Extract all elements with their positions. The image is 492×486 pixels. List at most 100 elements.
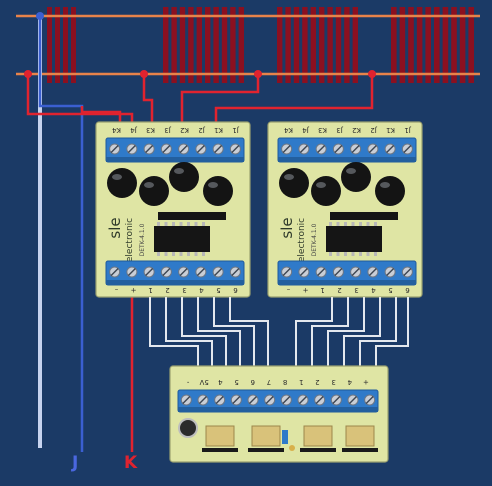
ic-pin — [179, 222, 183, 226]
section-wire-4 — [214, 74, 374, 130]
maker-logo-text: sle — [278, 217, 296, 238]
ic-pin — [374, 222, 377, 226]
track-sleeper — [238, 7, 244, 83]
track-sleeper — [230, 7, 236, 83]
wire-j-connection-dot — [36, 12, 44, 20]
output-screw-slot — [265, 396, 274, 404]
ic-pin — [187, 252, 190, 256]
terminal-label-top: K2 — [352, 126, 361, 134]
terminal-label-top: J4 — [130, 126, 138, 134]
ic-pin — [202, 222, 205, 226]
sensor-icon — [203, 176, 233, 206]
maker-subtitle-text: electronic — [125, 218, 135, 262]
section-wire-3 — [180, 74, 260, 130]
output-screw-slot — [282, 396, 291, 404]
top-terminal-block-base — [278, 157, 416, 162]
track-sleeper — [163, 7, 169, 83]
bottom-screw-slot — [196, 268, 205, 276]
bottom-screw-slot — [214, 268, 223, 276]
top-screw-slot — [145, 145, 154, 153]
sensor-icon — [375, 176, 405, 206]
terminal-label-bottom: 5 — [216, 286, 220, 294]
ic-pin — [194, 252, 198, 256]
terminal-label-top: K2 — [180, 126, 189, 134]
top-screw-slot — [179, 145, 188, 153]
output-terminal-label: 4 — [347, 378, 352, 386]
bottom-screw-slot — [162, 268, 171, 276]
track-sleeper — [399, 7, 406, 83]
output-screw-slot — [349, 396, 357, 404]
ic-pin — [187, 222, 190, 226]
output-screw-slot — [365, 396, 374, 404]
sensor-highlight — [316, 182, 326, 188]
pcb-body — [267, 121, 423, 298]
output-screw-slot — [232, 396, 241, 404]
bottom-screw-slot — [145, 268, 154, 276]
ic-pin — [336, 252, 340, 256]
track-sleeper — [319, 7, 325, 83]
output-wire-right — [327, 297, 365, 366]
wire-k-connection-dot — [24, 70, 32, 78]
terminal-label-bottom: 2 — [337, 286, 341, 294]
track-sleeper — [302, 7, 308, 83]
terminal-label-bottom: + — [302, 286, 308, 294]
ic-pin — [164, 252, 168, 256]
section-connection-dot — [254, 70, 262, 78]
ic-pin — [172, 222, 175, 226]
relay-icon — [345, 425, 375, 447]
sensor-highlight — [208, 182, 218, 188]
bottom-screw-slot — [299, 268, 308, 276]
terminal-label-bottom: 3 — [354, 286, 358, 294]
section-connection-dot — [368, 70, 376, 78]
terminal-label-bottom: 3 — [182, 286, 186, 294]
output-terminal-label: + — [363, 378, 369, 386]
ic-small — [330, 212, 398, 220]
ic-pin — [157, 252, 160, 256]
track-sleeper — [47, 7, 52, 83]
track-sleeper — [285, 7, 291, 83]
track-sleeper — [344, 7, 350, 83]
terminal-label-bottom: 6 — [405, 286, 410, 294]
top-screw-slot — [317, 145, 326, 153]
ic-pin — [374, 252, 377, 256]
bottom-terminal-block-base — [106, 280, 244, 285]
top-screw-slot — [162, 145, 171, 153]
relay-diode — [342, 448, 378, 452]
wire-j — [38, 16, 84, 452]
track-sleeper — [71, 7, 76, 83]
section-wire-1 — [80, 106, 122, 130]
top-screw-slot — [299, 145, 308, 153]
output-terminal-label: - — [186, 378, 189, 386]
output-wire-left — [149, 297, 199, 366]
ic-pin — [351, 222, 355, 226]
track-sleeper — [416, 7, 423, 83]
sensor-highlight — [346, 168, 356, 174]
relay-icon — [205, 425, 235, 447]
pcb-code-text: DETK-4.1.0 — [139, 223, 146, 256]
sensor-icon — [311, 176, 341, 206]
top-screw-slot — [334, 145, 343, 153]
maker-logo-text: sle — [106, 217, 124, 238]
output-terminal-label: 1 — [299, 378, 303, 386]
wire-j-label: J — [72, 453, 79, 473]
terminal-label-bottom: – — [286, 286, 290, 294]
terminal-label-top: J3 — [336, 126, 344, 134]
output-screw-slot — [199, 396, 207, 404]
top-screw-slot — [351, 145, 360, 153]
sensor-icon — [279, 168, 309, 198]
output-terminal-label: 5V — [199, 378, 208, 386]
track-sleeper — [188, 7, 194, 83]
ic-pin — [172, 252, 175, 256]
track-sleeper — [459, 7, 466, 83]
track-sleeper — [352, 7, 358, 83]
output-wire-right — [359, 297, 397, 366]
maker-subtitle-text: electronic — [297, 218, 307, 262]
ic-pin — [366, 222, 370, 226]
ic-pin — [359, 252, 362, 256]
output-wire-left — [181, 297, 227, 366]
terminal-label-top: K4 — [283, 126, 293, 134]
terminal-label-top: K3 — [146, 126, 155, 134]
top-screw-slot — [196, 145, 205, 153]
track-sleeper — [277, 7, 283, 83]
